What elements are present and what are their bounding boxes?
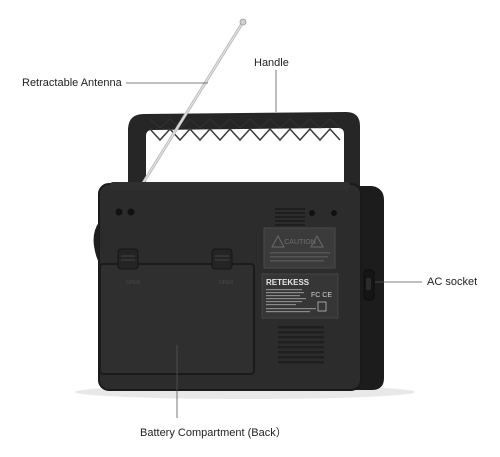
screw-holes (115, 208, 337, 216)
antenna-label: Retractable Antenna (22, 77, 122, 89)
ac-socket (363, 269, 375, 301)
svg-text:OPEN: OPEN (219, 280, 234, 286)
handle (128, 112, 360, 186)
handle-label: Handle (254, 57, 289, 69)
spec-label: RETEKESS FC CE (261, 273, 339, 319)
brand-label: RETEKESS (266, 278, 310, 287)
svg-text:OPEN: OPEN (126, 280, 141, 286)
svg-text:FC CE: FC CE (311, 292, 332, 299)
top-grille (275, 208, 305, 226)
callout-lines (126, 70, 422, 418)
antenna (136, 18, 247, 193)
ac-socket-label: AC socket (427, 276, 478, 288)
caution-label: CAUTION (263, 227, 336, 269)
bottom-grille (278, 326, 324, 364)
battery-compartment-label: Battery Compartment (Back） (140, 427, 287, 439)
caution-title: CAUTION (284, 239, 316, 246)
